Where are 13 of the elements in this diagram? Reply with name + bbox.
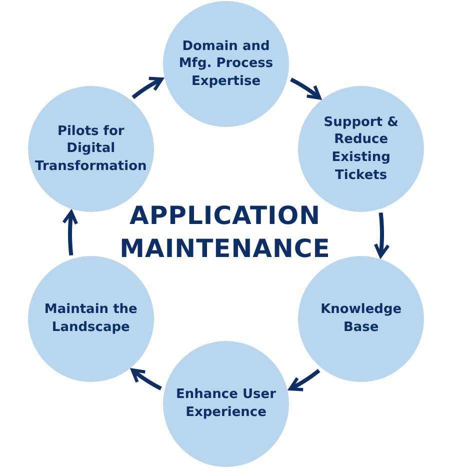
node-label: Enhance User Experience <box>175 386 277 422</box>
arrow <box>288 368 321 392</box>
diagram-title: APPLICATION MAINTENANCE <box>118 200 332 264</box>
arrow <box>289 78 322 100</box>
arrow <box>130 368 163 390</box>
arrow <box>62 210 78 258</box>
node-label: Domain and Mfg. Process Expertise <box>178 38 274 90</box>
node-label: Pilots for Digital Transformation <box>35 122 147 176</box>
node-label: Knowledge Base <box>320 301 403 337</box>
arrow <box>131 76 164 100</box>
node-label: Maintain the Landscape <box>43 301 138 337</box>
arrow <box>374 210 390 258</box>
node-label: Support & Reduce Existing Tickets <box>322 114 400 184</box>
